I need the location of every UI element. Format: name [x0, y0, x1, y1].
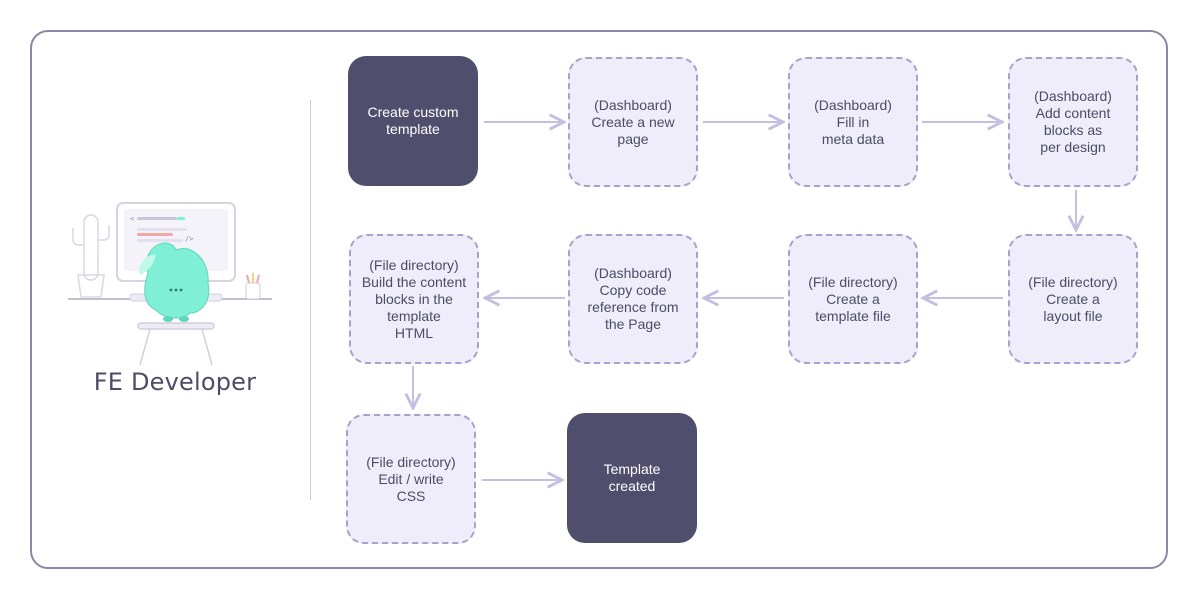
svg-text:<: < — [130, 215, 134, 223]
section-divider — [310, 100, 311, 500]
flow-step-create-page: (Dashboard) Create a new page — [568, 57, 698, 187]
flow-step-fill-meta-data: (Dashboard) Fill in meta data — [788, 57, 918, 187]
pencil-cup-icon — [245, 273, 261, 300]
flow-step-add-content-blocks: (Dashboard) Add content blocks as per de… — [1008, 57, 1138, 187]
flow-step-create-template-file: (File directory) Create a template file — [788, 234, 918, 364]
flow-step-copy-code-reference: (Dashboard) Copy code reference from the… — [568, 234, 698, 364]
flow-step-edit-css: (File directory) Edit / write CSS — [346, 414, 476, 544]
persona-label: FE Developer — [93, 368, 257, 396]
mascot-icon — [139, 242, 210, 322]
flow-step-create-layout-file: (File directory) Create a layout file — [1008, 234, 1138, 364]
chair-icon — [137, 322, 215, 365]
developer-illustration: /> < — [68, 202, 272, 365]
svg-text:/>: /> — [185, 235, 193, 243]
flow-step-create-custom-template: Create custom template — [348, 56, 478, 186]
flow-step-build-content-blocks: (File directory) Build the content block… — [349, 234, 479, 364]
flow-step-template-created: Template created — [567, 413, 697, 543]
cactus-icon — [72, 214, 110, 298]
diagram-frame — [30, 30, 1168, 569]
